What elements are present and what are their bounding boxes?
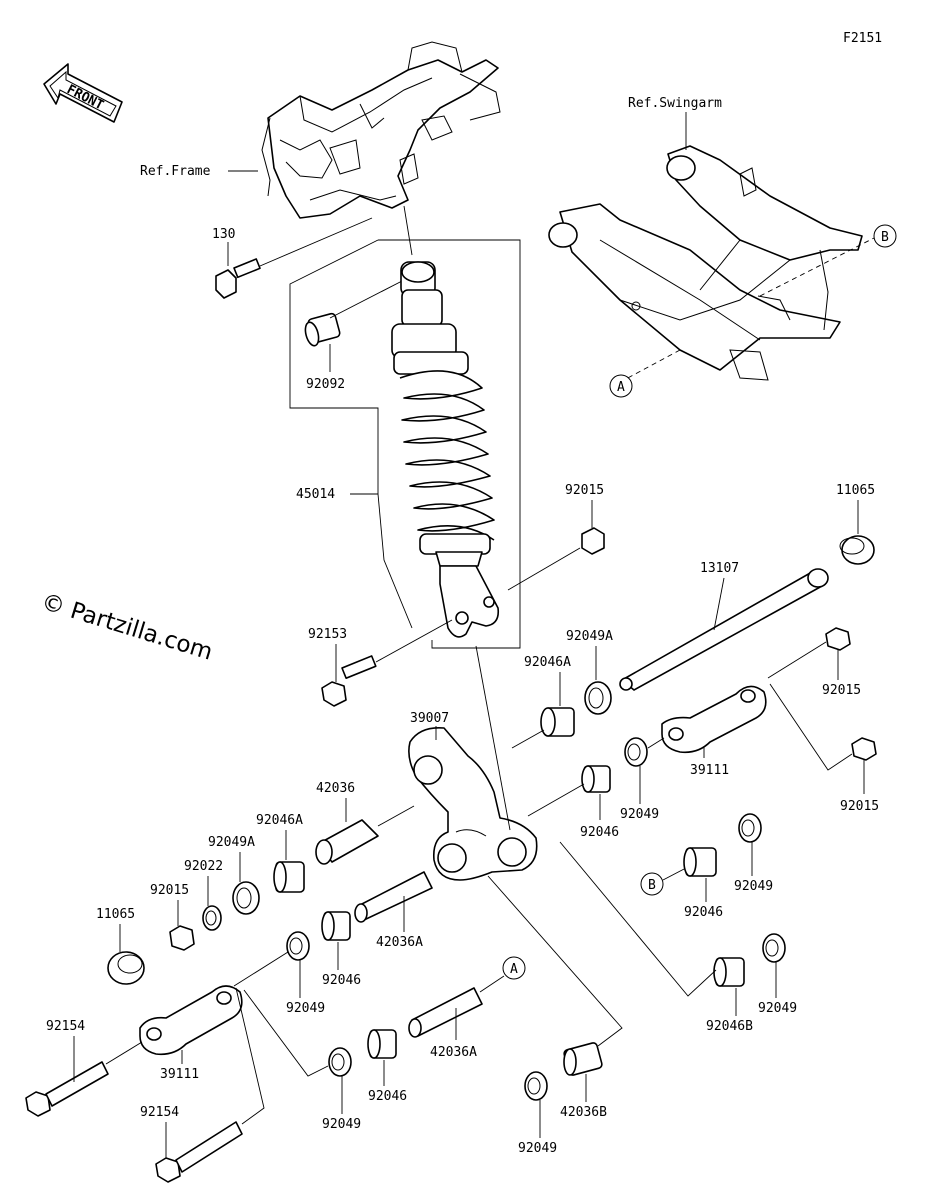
- front-arrow-icon: FRONT: [43, 63, 123, 123]
- washer-92049-left-1: [286, 931, 310, 961]
- label-92154-1: 92154: [46, 1019, 85, 1034]
- bearing-92046a-left: [273, 861, 305, 893]
- marker-a-lower-text: A: [510, 962, 518, 977]
- link-39111-left: [139, 985, 243, 1056]
- shaft-13107: [619, 568, 829, 691]
- nut-92015-right-2: [851, 737, 877, 761]
- nut-92015-top: [581, 527, 605, 555]
- shock-absorber-45014: [391, 261, 500, 638]
- marker-b-swingarm-text: B: [881, 230, 889, 245]
- bearing-92046-left-1: [321, 911, 351, 941]
- washer-92049a-mid: [584, 681, 612, 715]
- rocker-arm-39007: [408, 726, 538, 881]
- cap-11065-right: [839, 535, 875, 565]
- label-92049-bot: 92049: [518, 1141, 557, 1156]
- bearing-92046-right-1: [581, 765, 611, 793]
- marker-a-swingarm-text: A: [617, 380, 625, 395]
- label-11065-right: 11065: [836, 483, 875, 498]
- label-13107: 13107: [700, 561, 739, 576]
- bearing-92046-left-2: [367, 1029, 397, 1059]
- label-130: 130: [212, 227, 235, 242]
- bearing-92046-b: [683, 847, 717, 877]
- bearing-92046b: [713, 957, 745, 987]
- washer-92049-right-2: [738, 813, 762, 843]
- nut-92015-right-1: [825, 627, 851, 651]
- label-92049a-left: 92049A: [208, 835, 255, 850]
- washer-92049-bottom: [524, 1071, 548, 1101]
- label-92046-b: 92046: [684, 905, 723, 920]
- marker-b-lower: [640, 872, 664, 896]
- label-39007: 39007: [410, 711, 449, 726]
- ref-frame-label: Ref.Frame: [140, 164, 211, 179]
- bolt-92154-2: [155, 1121, 243, 1183]
- label-92046-r1: 92046: [580, 825, 619, 840]
- label-45014: 45014: [296, 487, 335, 502]
- label-92049-r1: 92049: [620, 807, 659, 822]
- label-92049-l1: 92049: [286, 1001, 325, 1016]
- label-92049-l2: 92049: [322, 1117, 361, 1132]
- label-92049a-mid: 92049A: [566, 629, 613, 644]
- ref-swingarm-label: Ref.Swingarm: [628, 96, 722, 111]
- label-92046-l1: 92046: [322, 973, 361, 988]
- label-92015-r1: 92015: [822, 683, 861, 698]
- label-42036b: 42036B: [560, 1105, 607, 1120]
- figure-code: F2151: [843, 31, 882, 46]
- label-92046a-mid: 92046A: [524, 655, 571, 670]
- link-39111-right: [661, 685, 767, 754]
- marker-b-lower-text: B: [648, 878, 656, 893]
- label-92015-left: 92015: [150, 883, 189, 898]
- bolt-130: [215, 258, 261, 299]
- nut-92015-left: [169, 925, 195, 951]
- washer-92049-right-1: [624, 737, 648, 767]
- bolt-92153: [321, 655, 377, 707]
- label-92092: 92092: [306, 377, 345, 392]
- label-92046a-left: 92046A: [256, 813, 303, 828]
- washer-92049-right-3: [762, 933, 786, 963]
- watermark: © Partzilla.com: [38, 589, 215, 666]
- label-92153: 92153: [308, 627, 347, 642]
- label-92015-r2: 92015: [840, 799, 879, 814]
- label-11065-left: 11065: [96, 907, 135, 922]
- label-42036a-1: 42036A: [376, 935, 423, 950]
- sleeve-42036a-1: [354, 871, 433, 923]
- label-39111-right: 39111: [690, 763, 729, 778]
- collar-92092: [304, 312, 341, 347]
- label-39111-left: 39111: [160, 1067, 199, 1082]
- marker-a-swingarm: [609, 374, 633, 398]
- label-92022: 92022: [184, 859, 223, 874]
- cap-11065-left: [107, 951, 145, 985]
- label-92049-r2: 92049: [734, 879, 773, 894]
- washer-92022: [202, 905, 222, 931]
- washer-92049-left-2: [328, 1047, 352, 1077]
- washer-92049a-left: [232, 881, 260, 915]
- marker-b-swingarm: [873, 224, 897, 248]
- sleeve-42036b: [563, 1042, 603, 1076]
- swingarm-reference: [548, 112, 863, 381]
- label-92046b: 92046B: [706, 1019, 753, 1034]
- bolt-92154-1: [25, 1061, 109, 1117]
- sleeve-42036: [315, 819, 379, 865]
- label-42036: 42036: [316, 781, 355, 796]
- bearing-92046a-mid: [540, 707, 575, 737]
- label-42036a-2: 42036A: [430, 1045, 477, 1060]
- marker-a-lower: [502, 956, 526, 980]
- label-92046-l2: 92046: [368, 1089, 407, 1104]
- frame-reference: [261, 41, 501, 256]
- sleeve-42036a-2: [408, 987, 483, 1038]
- label-92154-2: 92154: [140, 1105, 179, 1120]
- label-92015-top: 92015: [565, 483, 604, 498]
- label-92049-r3: 92049: [758, 1001, 797, 1016]
